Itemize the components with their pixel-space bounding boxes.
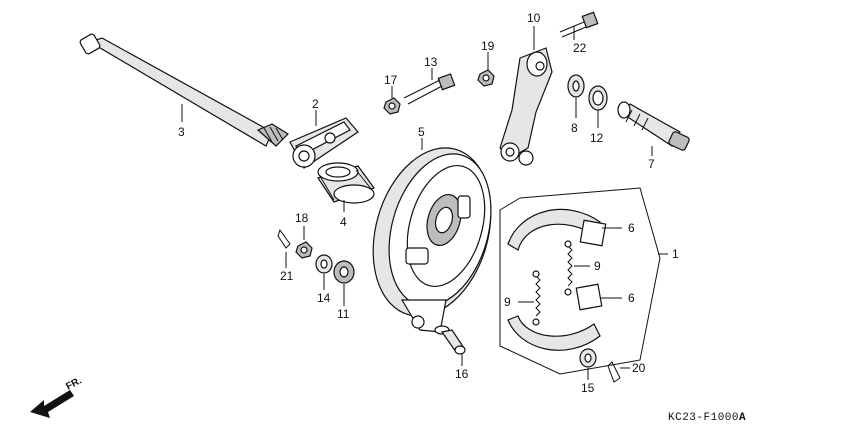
callout-5: 5 <box>418 125 425 139</box>
callout-21: 21 <box>280 269 294 283</box>
leader-lines <box>181 26 668 380</box>
washer-part-15 <box>579 348 597 368</box>
callout-4: 4 <box>340 215 347 229</box>
callout-7: 7 <box>648 157 655 171</box>
brake-panel-part-5 <box>372 147 492 333</box>
callout-3: 3 <box>178 125 185 139</box>
diagram-code-suffix: A <box>739 412 746 424</box>
cotter-pin-part-21 <box>277 228 291 249</box>
seal-part-12 <box>588 85 608 111</box>
callout-2: 2 <box>312 97 319 111</box>
callout-16: 16 <box>455 367 469 381</box>
callout-22: 22 <box>573 41 587 55</box>
callouts: 3 2 4 5 10 22 13 17 19 8 12 7 6 9 6 9 1 … <box>178 11 679 395</box>
washer-part-8 <box>567 74 585 98</box>
diagram-code-main: KC23-F1000 <box>668 412 739 424</box>
nut-part-11 <box>333 260 355 284</box>
callout-6b: 6 <box>628 291 635 305</box>
brake-shoe-set-part-1 <box>499 187 661 375</box>
nut-part-17 <box>383 97 401 115</box>
callout-9b: 9 <box>504 295 511 309</box>
diagram-code: KC23-F1000A <box>668 412 746 424</box>
nut-part-19 <box>477 69 495 87</box>
cotter-pin-part-20 <box>607 361 621 383</box>
spring-part-9-upper <box>564 240 573 296</box>
callout-10: 10 <box>527 11 541 25</box>
callout-13: 13 <box>424 55 438 69</box>
callout-14: 14 <box>317 291 331 305</box>
pin-part-16 <box>434 325 466 355</box>
callout-8: 8 <box>571 121 578 135</box>
collar-part-4 <box>317 162 375 204</box>
adjuster-plate-part-2 <box>289 117 359 169</box>
callout-12: 12 <box>590 131 604 145</box>
callout-1: 1 <box>672 247 679 261</box>
front-direction-label: FR. <box>64 375 84 392</box>
callout-19: 19 <box>481 39 495 53</box>
spring-part-9-lower <box>532 270 541 326</box>
front-direction-arrow-icon: FR. <box>30 375 84 418</box>
nut-part-18 <box>295 241 313 259</box>
bolt-part-22 <box>559 11 599 38</box>
brake-cam-part-7 <box>617 101 690 151</box>
callout-17: 17 <box>384 73 398 87</box>
washer-part-14 <box>315 254 333 274</box>
brake-arm-part-10 <box>499 47 553 166</box>
callout-6a: 6 <box>628 221 635 235</box>
callout-20: 20 <box>632 361 646 375</box>
callout-9a: 9 <box>594 259 601 273</box>
callout-18: 18 <box>295 211 309 225</box>
callout-11: 11 <box>337 307 350 321</box>
axle-part-3 <box>79 33 289 147</box>
bolt-part-13 <box>403 73 456 105</box>
callout-15: 15 <box>581 381 595 395</box>
